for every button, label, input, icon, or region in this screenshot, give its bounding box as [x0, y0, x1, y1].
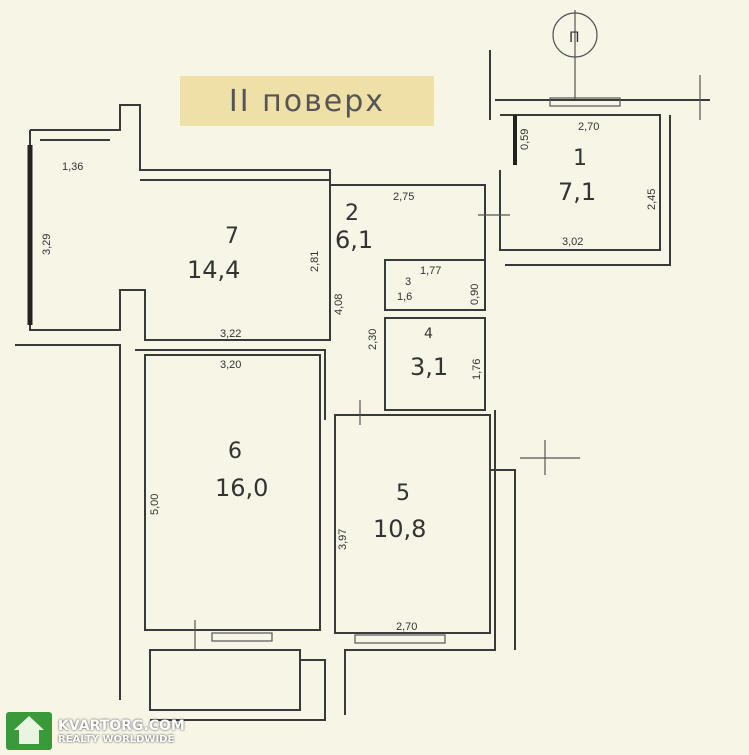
room-6-area: 16,0 — [215, 474, 268, 502]
dim-3-29: 3,29 — [41, 234, 53, 255]
room-4-number: 4 — [424, 326, 433, 342]
dim-3-97: 3,97 — [337, 529, 349, 550]
dim-0-59: 0,59 — [519, 129, 531, 150]
dim-2-30: 2,30 — [367, 329, 379, 350]
room-2-number: 2 — [345, 201, 359, 226]
room-1-number: 1 — [573, 146, 587, 171]
room-1-area: 7,1 — [558, 178, 596, 206]
dim-3-22: 3,22 — [220, 328, 241, 340]
room-7-area: 14,4 — [187, 256, 240, 284]
room-4: 4 3,1 — [410, 326, 448, 381]
room-6: 6 16,0 — [215, 439, 268, 502]
dim-2-45: 2,45 — [646, 189, 658, 210]
dim-0-90: 0,90 — [469, 284, 481, 305]
dim-3-20: 3,20 — [220, 359, 241, 371]
room-5-area: 10,8 — [373, 515, 426, 543]
room-5-number: 5 — [396, 481, 410, 506]
dim-2-81: 2,81 — [309, 251, 321, 272]
room-3-area: 1,6 — [397, 291, 412, 303]
room-7-number: 7 — [225, 224, 239, 249]
dimension-labels: 1,36 3,29 3,22 2,81 2,75 4,08 1,77 0,90 … — [41, 121, 658, 633]
compass-label: П — [569, 30, 580, 46]
room-3: 3 1,6 — [397, 276, 412, 303]
room-2-area: 6,1 — [335, 226, 373, 254]
room-3-number: 3 — [405, 276, 411, 288]
dim-2-70-top: 2,70 — [578, 121, 599, 133]
dim-4-08: 4,08 — [333, 294, 345, 315]
floor-title-box: II поверх — [180, 76, 434, 126]
dim-1-77: 1,77 — [420, 265, 441, 277]
house-icon — [6, 712, 52, 750]
watermark: KVARTORG.COM REALTY WORLDWIDE — [6, 712, 185, 750]
room-5: 5 10,8 — [373, 481, 426, 543]
room-7: 7 14,4 — [187, 224, 240, 284]
walls — [15, 50, 710, 721]
dim-5-00: 5,00 — [149, 494, 161, 515]
dim-2-75: 2,75 — [393, 191, 414, 203]
dim-2-70-bottom: 2,70 — [396, 621, 417, 633]
dim-3-02: 3,02 — [562, 236, 583, 248]
room-6-number: 6 — [228, 439, 242, 464]
watermark-tagline: REALTY WORLDWIDE — [58, 733, 175, 745]
floor-title: II поверх — [228, 83, 386, 119]
dim-1-36: 1,36 — [62, 161, 83, 173]
room-4-area: 3,1 — [410, 353, 448, 381]
compass-icon: П — [552, 10, 598, 100]
room-1: 1 7,1 — [558, 146, 596, 206]
room-2: 2 6,1 — [335, 201, 373, 254]
watermark-name: KVARTORG.COM — [58, 717, 185, 734]
dim-1-76: 1,76 — [471, 359, 483, 380]
